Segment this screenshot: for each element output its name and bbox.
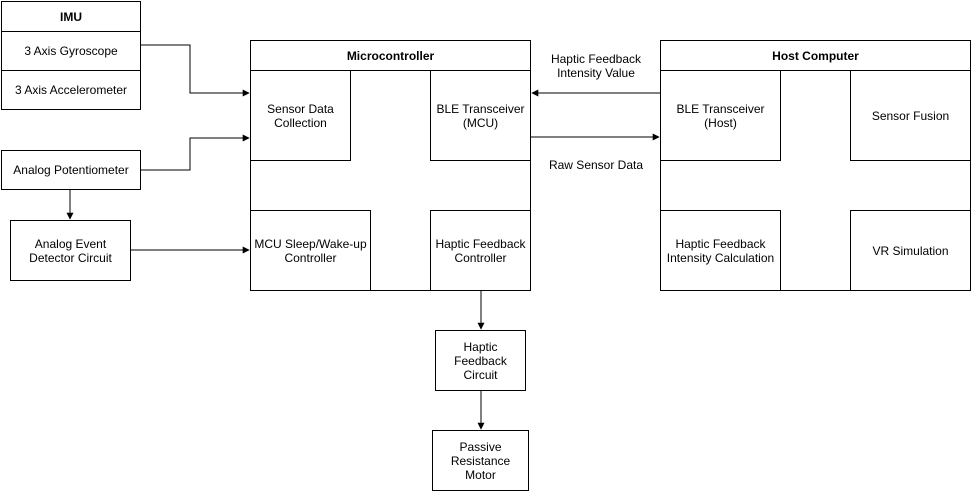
- edge-potentiometer-to-sensor-data: [140, 134, 250, 171]
- sensor-data-collection-box: Sensor Data Collection: [250, 70, 351, 161]
- haptic-intensity-calculation-box: Haptic Feedback Intensity Calculation: [660, 210, 781, 291]
- haptic-feedback-circuit-box: Haptic Feedback Circuit: [435, 330, 526, 391]
- vr-simulation-box: VR Simulation: [850, 210, 971, 291]
- ble-transceiver-mcu-box: BLE Transceiver (MCU): [430, 70, 531, 161]
- analog-event-detector-box: Analog Event Detector Circuit: [10, 220, 131, 281]
- host-computer-title: Host Computer: [660, 40, 971, 71]
- haptic-intensity-value-label: Haptic Feedback Intensity Value: [550, 52, 642, 80]
- imu-title: IMU: [1, 1, 141, 32]
- edge-gyroscope-to-sensor-data: [140, 44, 250, 97]
- microcontroller-title: Microcontroller: [250, 40, 531, 71]
- accelerometer-box: 3 Axis Accelerometer: [1, 70, 141, 110]
- passive-resistance-motor-box: Passive Resistance Motor: [432, 430, 529, 491]
- sleep-wake-controller-box: MCU Sleep/Wake-up Controller: [250, 210, 371, 291]
- sensor-fusion-box: Sensor Fusion: [850, 70, 971, 161]
- haptic-feedback-controller-box: Haptic Feedback Controller: [430, 210, 531, 291]
- analog-potentiometer-box: Analog Potentiometer: [1, 150, 141, 190]
- gyroscope-box: 3 Axis Gyroscope: [1, 31, 141, 71]
- raw-sensor-data-label: Raw Sensor Data: [548, 158, 644, 172]
- ble-transceiver-host-box: BLE Transceiver (Host): [660, 70, 781, 161]
